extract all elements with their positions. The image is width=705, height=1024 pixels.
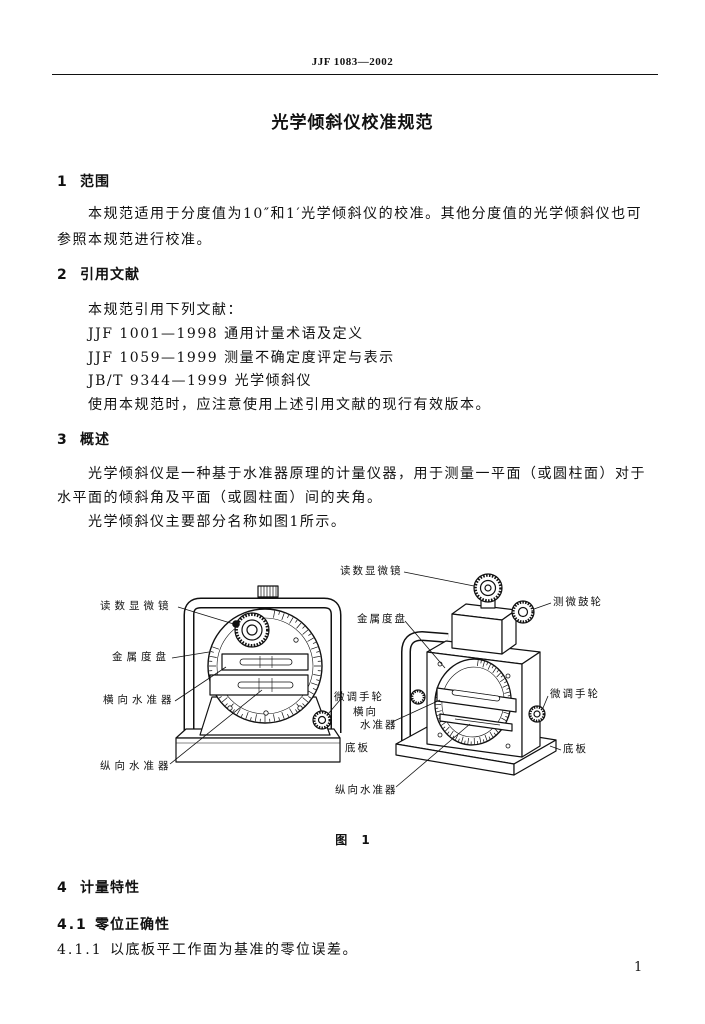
paragraph-line: 光学倾斜仪是一种基于水准器原理的计量仪器，用于测量一平面（或圆柱面）对于 — [88, 466, 646, 482]
side-microscope-knurl — [473, 574, 502, 603]
section-title: 计量特性 — [80, 880, 140, 896]
side-base-right-face — [513, 739, 557, 776]
side-screw — [505, 673, 511, 679]
label-side-base-plate: 底板 — [563, 743, 588, 755]
reference-intro: 本规范引用下列文献： — [88, 302, 243, 318]
label-side-reading-microscope: 读数显微镜 — [340, 565, 403, 577]
reference-note: 使用本规范时，应注意使用上述引用文献的现行有效版本。 — [88, 397, 491, 413]
section-number: 3 — [57, 432, 68, 448]
front-microscope-eyepiece — [246, 624, 258, 636]
side-wheel-knurl — [529, 706, 546, 723]
front-screw — [297, 705, 303, 711]
side-screw — [505, 743, 511, 749]
paragraph-line: 光学倾斜仪主要部分名称如图1所示。 — [88, 514, 347, 530]
section-4-1-heading: 4.1 零位正确性 — [57, 916, 170, 934]
side-front-knob-knurl — [411, 690, 425, 704]
section-4-1-1-heading: 4.1.1 以底板平工作面为基准的零位误差。 — [57, 941, 358, 959]
front-transverse-level-vial — [239, 658, 293, 666]
front-screw — [227, 705, 233, 711]
front-longitudinal-level-vial — [237, 681, 294, 689]
leader-front-longitudinal-level — [169, 689, 263, 765]
leader-front-transverse-level — [174, 666, 227, 702]
side-microscope-housing-right — [501, 609, 517, 655]
section-number: 4.1.1 — [57, 942, 103, 958]
front-top-knob — [257, 585, 279, 598]
leader-side-micrometer-drum — [533, 602, 552, 610]
label-side-longitudinal-level: 纵向水准器 — [335, 784, 398, 796]
leader-lines — [169, 571, 562, 788]
leader-front-reading-microscope — [177, 606, 238, 626]
label-side-transverse-level-line1: 横向 — [353, 706, 378, 718]
section-title: 引用文献 — [80, 267, 140, 283]
front-longitudinal-level-marks — [258, 678, 273, 692]
front-view-drawing — [175, 585, 342, 763]
side-longitudinal-level-vial — [454, 718, 501, 726]
header-rule — [52, 74, 658, 75]
front-top-knob-knurl — [260, 586, 277, 597]
reference-item: JB/T 9344—1999 光学倾斜仪 — [88, 373, 313, 389]
document-title: 光学倾斜仪校准规范 — [271, 113, 434, 133]
front-transverse-level-marks — [259, 656, 273, 668]
section-2-heading: 2 引用文献 — [57, 266, 140, 284]
section-number: 4 — [57, 880, 68, 896]
figure-1-drawings — [169, 571, 562, 788]
side-body-right-face — [521, 651, 541, 758]
side-view-drawing — [395, 573, 557, 776]
running-header: JJF 1083—2002 — [311, 56, 394, 68]
leader-side-transverse-level — [391, 699, 441, 723]
side-microscope-eyepiece — [484, 584, 492, 592]
section-title: 范围 — [80, 174, 110, 190]
front-wheel-knurl — [312, 710, 332, 730]
front-screw — [293, 637, 299, 643]
leader-front-metal-dial — [171, 651, 210, 659]
section-3-heading: 3 概述 — [57, 431, 110, 449]
reference-item: JJF 1059—1999 测量不确定度评定与表示 — [88, 350, 395, 366]
side-handle-hollow — [402, 632, 449, 748]
section-title: 以底板平工作面为基准的零位误差。 — [110, 942, 358, 958]
figure-1-strokes — [169, 571, 562, 788]
label-front-base-plate: 底板 — [345, 742, 370, 754]
leader-side-base-plate — [549, 745, 562, 751]
label-front-longitudinal-level: 纵向水准器 — [100, 760, 173, 772]
paragraph-line: 本规范适用于分度值为10″和1′光学倾斜仪的校准。其他分度值的光学倾斜仪也可 — [88, 206, 643, 222]
side-screw — [437, 732, 443, 738]
front-base-front-face — [175, 737, 341, 763]
side-wheel-hub — [533, 710, 541, 718]
leader-front-fine-adjust-wheel — [327, 699, 341, 715]
paragraph-line: 参照本规范进行校准。 — [57, 232, 212, 248]
label-side-metal-dial: 金属度盘 — [357, 613, 407, 625]
section-title: 零位正确性 — [95, 917, 170, 933]
front-screw — [263, 710, 269, 716]
label-front-reading-microscope: 读数显微镜 — [100, 600, 173, 612]
section-number: 4.1 — [57, 917, 88, 933]
leader-side-fine-adjust-wheel — [542, 695, 549, 709]
leader-side-reading-microscope — [403, 571, 475, 587]
label-front-transverse-level: 横向水准器 — [103, 694, 176, 706]
side-microscope-housing-front — [451, 613, 503, 655]
paragraph-line: 水平面的倾斜角及平面（或圆柱面）间的夹角。 — [57, 490, 383, 506]
figure-caption: 图 1 — [335, 833, 370, 847]
front-wheel-hub — [317, 715, 327, 725]
label-front-fine-adjust-wheel: 微调手轮 — [334, 691, 384, 703]
section-1-heading: 1 范围 — [57, 173, 110, 191]
reference-item: JJF 1001—1998 通用计量术语及定义 — [88, 326, 364, 342]
page-number: 1 — [634, 960, 643, 975]
leader-side-metal-dial — [404, 620, 446, 669]
leader-side-longitudinal-level — [395, 723, 471, 788]
side-drum-knurl — [511, 600, 534, 623]
section-title: 概述 — [80, 432, 110, 448]
label-front-metal-dial: 金属度盘 — [112, 651, 170, 663]
label-side-fine-adjust-wheel: 微调手轮 — [550, 688, 600, 700]
section-number: 1 — [57, 174, 68, 190]
label-side-micrometer-drum: 测微鼓轮 — [553, 596, 603, 608]
front-microscope-knurl — [235, 613, 269, 647]
section-4-heading: 4 计量特性 — [57, 879, 140, 897]
label-side-transverse-level-line2: 水准器 — [360, 719, 398, 731]
side-drum-hub — [517, 606, 529, 618]
section-number: 2 — [57, 267, 68, 283]
side-transverse-level-vial — [451, 689, 501, 702]
side-longitudinal-level — [439, 713, 513, 732]
